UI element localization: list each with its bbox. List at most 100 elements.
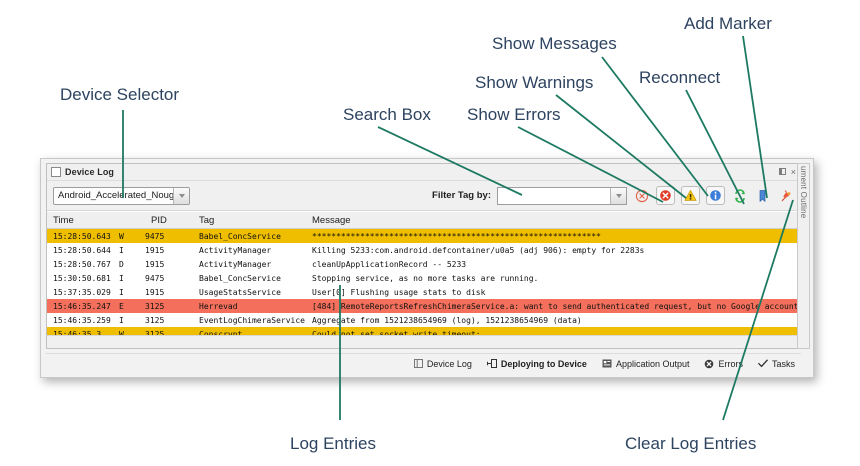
log-entry-level: E: [119, 301, 124, 311]
log-entry-time-level: 15:28:50.767 D: [47, 260, 145, 269]
log-entry-level: I: [119, 287, 124, 297]
status-item-application-output[interactable]: Application Output: [602, 359, 689, 369]
show-warnings-button[interactable]: [681, 186, 700, 205]
deploy-icon: [486, 359, 497, 368]
column-header-time[interactable]: Time: [53, 214, 74, 226]
device-log-tab-checkbox-icon[interactable]: [51, 167, 61, 177]
status-item-deploying-to-device[interactable]: Deploying to Device: [486, 358, 587, 369]
log-entry-tag: Herrevad: [199, 301, 238, 311]
status-item-label: Device Log: [426, 358, 472, 369]
device-selector[interactable]: Android_Accelerated_Nougat: [53, 186, 190, 205]
log-entry-message: [484] RemoteReportsRefreshChimeraService…: [312, 301, 800, 311]
log-entry-tag: ActivityManager: [199, 245, 272, 255]
status-item-label: Deploying to Device: [500, 358, 587, 369]
column-header-message[interactable]: Message: [312, 214, 351, 226]
annotation-log-entries: Log Entries: [290, 434, 376, 453]
log-entry-pid: 3125: [145, 315, 165, 325]
search-box[interactable]: [497, 186, 627, 205]
ide-window: Device Log × Android_Accelerated_Nougat …: [40, 158, 814, 378]
log-entry-level: I: [119, 315, 124, 325]
log-entry-time-level: 15:46:35.247 E: [47, 302, 145, 311]
log-entry-pid: 3125: [145, 329, 165, 339]
document-outline-label: ument Outline: [799, 166, 808, 219]
log-entry-row[interactable]: 15:28:50.767 D 1915 ActivityManager cleanUpA…: [47, 257, 800, 271]
annotation-show-warnings: Show Warnings: [475, 73, 594, 92]
panel-titlebar: Device Log ×: [47, 164, 800, 181]
log-entry-time: 15:28:50.644: [53, 245, 111, 255]
status-item-device-log[interactable]: Device Log: [413, 358, 472, 369]
clear-log-entries-button[interactable]: [633, 187, 650, 204]
annotation-show-errors: Show Errors: [467, 105, 561, 124]
minimize-icon[interactable]: [778, 167, 786, 177]
log-entry-time: 15:28:50.643: [53, 231, 111, 241]
document-outline-strip[interactable]: ument Outline: [797, 163, 810, 349]
check-icon: [758, 359, 768, 368]
log-entry-time: 15:37:35.029: [53, 287, 111, 297]
log-entry-pid: 1915: [145, 259, 165, 269]
device-selector-chevron-down-icon[interactable]: [173, 187, 189, 204]
log-entry-row[interactable]: 15:37:35.029 I 1915 UsageStatsService User[0…: [47, 285, 800, 299]
log-entry-pid: 1915: [145, 287, 165, 297]
log-entry-message: Killing 5233:com.android.defcontainer/u0…: [312, 245, 645, 255]
annotation-add-marker: Add Marker: [684, 14, 772, 33]
annotation-clear-log-entries: Clear Log Entries: [625, 434, 757, 453]
log-entry-tag: Conscrypt: [199, 329, 243, 339]
log-entry-time-level: 15:37:35.029 I: [47, 288, 145, 297]
log-entry-tag: ActivityManager: [199, 259, 272, 269]
log-entry-pid: 1915: [145, 245, 165, 255]
log-entry-level: W: [119, 231, 124, 241]
bookmark-icon[interactable]: [754, 187, 771, 204]
show-messages-button[interactable]: [706, 186, 725, 205]
log-entry-level: I: [119, 273, 124, 283]
column-header-tag[interactable]: Tag: [199, 214, 215, 226]
device-selector-value: Android_Accelerated_Nougat: [58, 190, 173, 201]
log-entry-message: cleanUpApplicationRecord -- 5233: [312, 259, 467, 269]
column-header-pid[interactable]: PID: [151, 214, 167, 226]
log-entry-pid: 9475: [145, 231, 165, 241]
add-marker-button[interactable]: [777, 187, 794, 204]
device-log-tab-label[interactable]: Device Log: [65, 167, 115, 177]
log-entry-time: 15:46:35.259: [53, 315, 111, 325]
reconnect-button[interactable]: [731, 187, 748, 204]
show-errors-button[interactable]: [656, 186, 675, 205]
status-bar: Device Log Deploying to Device Application…: [46, 353, 801, 373]
search-input[interactable]: [498, 187, 610, 204]
close-icon[interactable]: ×: [790, 166, 796, 177]
filter-tag-label: Filter Tag by:: [432, 190, 491, 201]
log-entry-time-level: 15:28:50.643 W: [47, 232, 145, 241]
log-entry-tag: Babel_ConcService: [199, 231, 281, 241]
log-entry-level: W: [119, 329, 124, 339]
log-entry-level: D: [119, 259, 124, 269]
log-entry-message: Aggregate from 1521238654969 (log), 1521…: [312, 315, 582, 325]
annotation-show-messages: Show Messages: [492, 34, 617, 53]
search-box-chevron-down-icon[interactable]: [610, 187, 626, 204]
log-entry-pid: 9475: [145, 273, 165, 283]
application-output-icon: [602, 359, 612, 368]
device-log-panel: Device Log × Android_Accelerated_Nougat …: [46, 163, 801, 349]
status-item-tasks[interactable]: Tasks: [758, 359, 795, 369]
log-entry-time: 15:46:35.247: [53, 301, 111, 311]
annotation-device-selector: Device Selector: [60, 85, 180, 104]
log-list-filler: [47, 335, 800, 348]
log-entry-time: 15:28:50.767: [53, 259, 111, 269]
log-entry-tag: UsageStatsService: [199, 287, 281, 297]
log-entry-message: User[0] Flushing usage stats to disk: [312, 287, 486, 297]
device-log-icon: [413, 359, 423, 368]
log-entry-pid: 3125: [145, 301, 165, 311]
annotation-search-box: Search Box: [343, 105, 431, 124]
status-item-label: Tasks: [771, 358, 795, 369]
log-entry-row[interactable]: 15:46:35.247 E 3125 Herrevad [484] RemoteRep…: [47, 299, 800, 313]
annotation-reconnect: Reconnect: [639, 68, 721, 87]
status-item-errors[interactable]: Errors: [704, 359, 743, 369]
log-entry-message: Could not set socket write timeout:: [312, 329, 481, 339]
log-toolbar: Android_Accelerated_Nougat Filter Tag by…: [47, 181, 800, 211]
